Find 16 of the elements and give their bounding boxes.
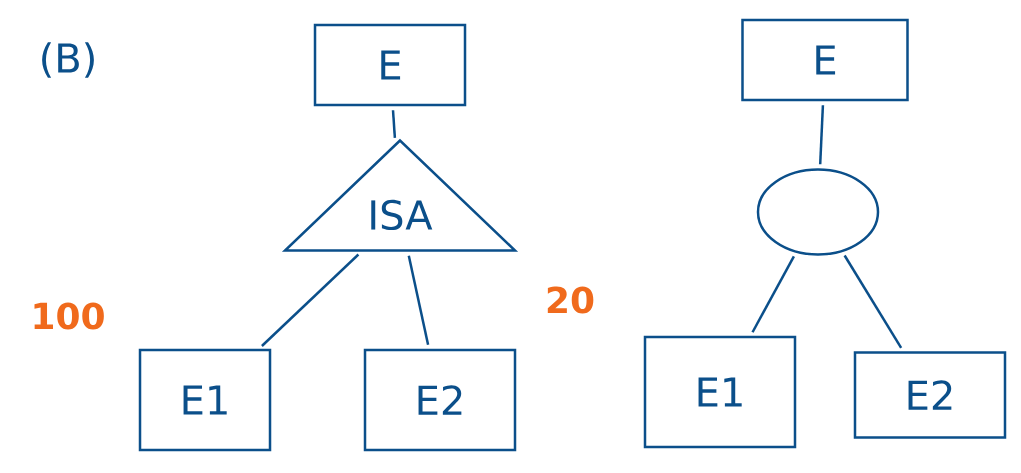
entity-box: E1 — [643, 335, 797, 449]
connector-line — [407, 255, 430, 346]
annotation-number: 100 — [34, 302, 104, 330]
entity-box: E1 — [138, 348, 272, 452]
connector-line — [843, 254, 903, 349]
connector-line — [261, 253, 360, 347]
connector-line — [818, 105, 825, 165]
entity-box: E — [313, 23, 467, 107]
circle-node — [756, 168, 880, 256]
entity-box: E2 — [853, 351, 1007, 439]
entity-box: E — [741, 18, 909, 102]
entity-box: E2 — [363, 348, 517, 452]
connector-line — [751, 255, 795, 333]
annotation-number: 20 — [547, 286, 594, 314]
connector-line — [391, 110, 397, 138]
label-text: (B) — [42, 42, 94, 78]
